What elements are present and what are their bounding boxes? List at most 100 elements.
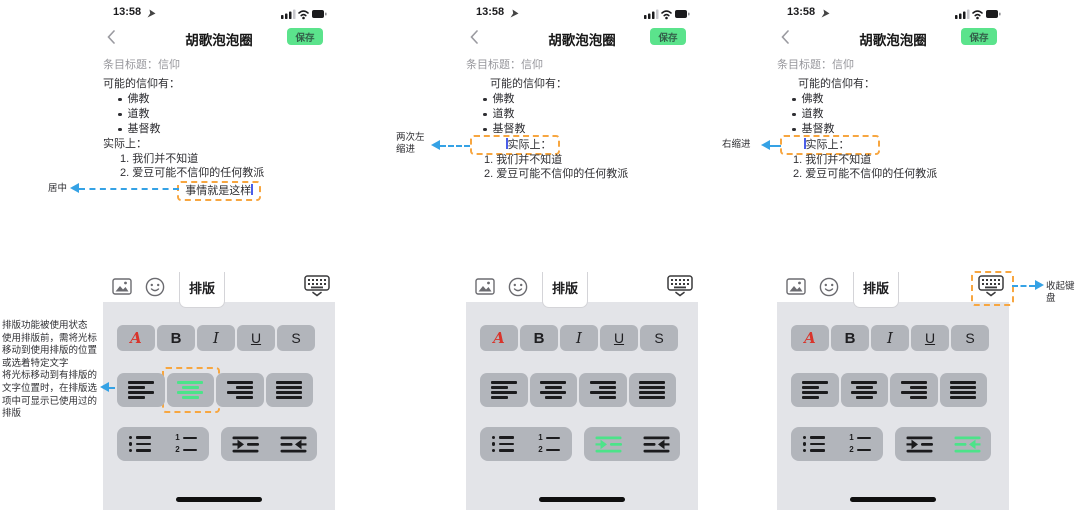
status-icons bbox=[955, 7, 1001, 25]
alignment-row bbox=[117, 373, 313, 407]
italic-button[interactable]: I bbox=[560, 325, 598, 351]
numbered-item: 1. 我们并不知道 bbox=[484, 154, 563, 166]
page-title: 胡歌泡泡圈 bbox=[548, 33, 616, 48]
tab-typesetting[interactable]: 排版 bbox=[853, 272, 899, 308]
outdent-button[interactable] bbox=[943, 427, 991, 461]
clear-format-button[interactable]: A bbox=[480, 325, 518, 351]
editor-content[interactable]: 条目标题：信仰 可能的信仰有： 佛教 道教 基督教 实际上： 1. 我们并不知道… bbox=[103, 58, 335, 201]
annotation-highlight-box: 实际上： bbox=[780, 135, 880, 155]
tab-typesetting[interactable]: 排版 bbox=[542, 272, 588, 308]
emoji-icon[interactable] bbox=[819, 277, 839, 302]
strikethrough-button[interactable]: S bbox=[277, 325, 315, 351]
bullet-list-icon bbox=[491, 435, 515, 453]
align-center-button[interactable] bbox=[840, 373, 888, 407]
nav-bar: 胡歌泡泡圈 保存 bbox=[466, 27, 698, 49]
indent-button[interactable] bbox=[584, 427, 632, 461]
emoji-icon[interactable] bbox=[145, 277, 165, 302]
actually-line: 实际上： bbox=[466, 135, 698, 155]
back-chevron-icon[interactable] bbox=[106, 30, 116, 44]
align-left-icon bbox=[127, 380, 154, 400]
indent-button[interactable] bbox=[895, 427, 943, 461]
text-cursor bbox=[506, 138, 508, 149]
cellular-icon bbox=[955, 9, 970, 19]
underline-button[interactable]: U bbox=[237, 325, 275, 351]
save-button[interactable]: 保存 bbox=[961, 28, 997, 45]
bullet-list-button[interactable] bbox=[480, 427, 526, 461]
align-center-button[interactable] bbox=[529, 373, 577, 407]
clear-format-button[interactable]: A bbox=[117, 325, 155, 351]
align-justify-button[interactable] bbox=[628, 373, 676, 407]
location-arrow-icon bbox=[821, 9, 830, 18]
indent-button[interactable] bbox=[221, 427, 269, 461]
back-chevron-icon[interactable] bbox=[780, 30, 790, 44]
annotation-arrowhead bbox=[100, 382, 109, 392]
status-bar: 13:58 bbox=[777, 6, 1009, 20]
annotation-arrowhead bbox=[431, 140, 440, 150]
bullet-list-button[interactable] bbox=[791, 427, 837, 461]
wifi-icon bbox=[661, 10, 672, 17]
bullet-item: 基督教 bbox=[483, 122, 698, 137]
annotation-dashed-line bbox=[1012, 285, 1035, 287]
align-left-icon bbox=[801, 380, 828, 400]
entry-title-line: 条目标题：信仰 bbox=[466, 59, 543, 71]
image-icon[interactable] bbox=[475, 278, 495, 300]
status-time: 13:58 bbox=[113, 6, 142, 18]
bold-button[interactable]: B bbox=[831, 325, 869, 351]
strikethrough-button[interactable]: S bbox=[640, 325, 678, 351]
italic-button[interactable]: I bbox=[871, 325, 909, 351]
annotation-arrowhead bbox=[761, 140, 770, 150]
home-indicator[interactable] bbox=[176, 497, 262, 502]
bullet-list-button[interactable] bbox=[117, 427, 163, 461]
editor-content[interactable]: 条目标题：信仰 可能的信仰有： 佛教 道教 基督教 实际上： 1. 我们并不知道… bbox=[777, 58, 1009, 181]
align-left-button[interactable] bbox=[791, 373, 839, 407]
bullet-dot bbox=[118, 127, 122, 132]
align-right-button[interactable] bbox=[216, 373, 264, 407]
align-right-button[interactable] bbox=[890, 373, 938, 407]
bullet-item: 佛教 bbox=[118, 92, 335, 107]
align-left-button[interactable] bbox=[117, 373, 165, 407]
save-button[interactable]: 保存 bbox=[287, 28, 323, 45]
underline-button[interactable]: U bbox=[600, 325, 638, 351]
save-button[interactable]: 保存 bbox=[650, 28, 686, 45]
location-arrow-icon bbox=[510, 9, 519, 18]
wifi-icon bbox=[972, 10, 983, 17]
align-left-button[interactable] bbox=[480, 373, 528, 407]
align-right-icon bbox=[589, 380, 616, 400]
outdent-button[interactable] bbox=[632, 427, 680, 461]
image-icon[interactable] bbox=[112, 278, 132, 300]
outdent-button[interactable] bbox=[269, 427, 317, 461]
bold-button[interactable]: B bbox=[520, 325, 558, 351]
page-title: 胡歌泡泡圈 bbox=[859, 33, 927, 48]
home-indicator[interactable] bbox=[850, 497, 936, 502]
clear-format-button[interactable]: A bbox=[791, 325, 829, 351]
keyboard-collapse-icon[interactable] bbox=[978, 275, 1004, 302]
image-icon[interactable] bbox=[786, 278, 806, 300]
bold-button[interactable]: B bbox=[157, 325, 195, 351]
italic-button[interactable]: I bbox=[197, 325, 235, 351]
editor-content[interactable]: 条目标题：信仰 可能的信仰有： 佛教 道教 基督教 实际上： 1. 我们并不知道… bbox=[466, 58, 698, 181]
keyboard-collapse-icon[interactable] bbox=[304, 275, 330, 302]
bullet-item: 佛教 bbox=[792, 92, 1009, 107]
bullet-dot bbox=[792, 97, 796, 102]
bullet-dot bbox=[792, 112, 796, 117]
align-center-button[interactable] bbox=[166, 373, 214, 407]
align-right-button[interactable] bbox=[579, 373, 627, 407]
home-indicator[interactable] bbox=[539, 497, 625, 502]
strikethrough-button[interactable]: S bbox=[951, 325, 989, 351]
tab-typesetting[interactable]: 排版 bbox=[179, 272, 225, 308]
underline-button[interactable]: U bbox=[911, 325, 949, 351]
annotation-arrowhead bbox=[1035, 280, 1044, 290]
back-chevron-icon[interactable] bbox=[469, 30, 479, 44]
keyboard-collapse-icon[interactable] bbox=[667, 275, 693, 302]
emoji-icon[interactable] bbox=[508, 277, 528, 302]
align-justify-button[interactable] bbox=[939, 373, 987, 407]
page-title: 胡歌泡泡圈 bbox=[185, 33, 253, 48]
align-justify-button[interactable] bbox=[265, 373, 313, 407]
